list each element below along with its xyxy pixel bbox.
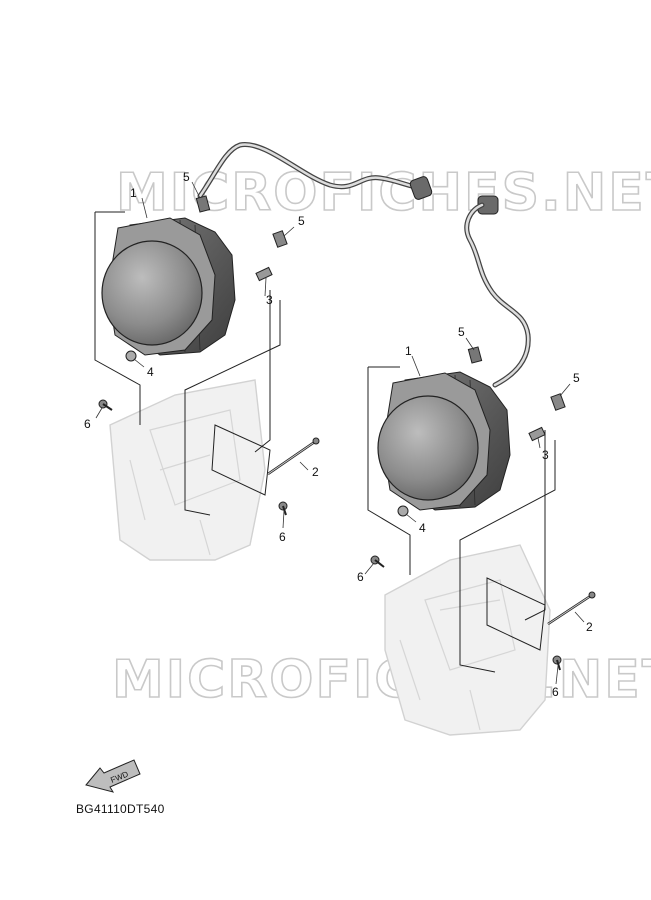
right-part-2 xyxy=(547,591,596,626)
left-callout-2: 2 xyxy=(312,465,319,479)
right-headlight-lens xyxy=(377,395,479,501)
right-callout-1: 1 xyxy=(405,344,412,358)
left-part-5b xyxy=(272,230,288,248)
right-callout-6a: 6 xyxy=(357,570,364,584)
right-part-3 xyxy=(528,426,546,442)
left-callout-5a: 5 xyxy=(183,170,190,184)
wire-harness xyxy=(197,142,531,388)
left-part-6a xyxy=(98,399,113,411)
right-part-5a xyxy=(467,346,483,364)
right-callout-5b: 5 xyxy=(573,371,580,385)
left-headlight-lens xyxy=(101,240,203,346)
left-mount-bracket-ghost xyxy=(109,379,266,561)
left-callout-3: 3 xyxy=(266,293,273,307)
left-part-4 xyxy=(125,350,137,362)
right-mount-bracket-ghost xyxy=(384,544,551,736)
right-part-4 xyxy=(397,505,409,517)
left-part-5a xyxy=(195,195,211,213)
drawing-code: BG41110DT540 xyxy=(76,802,165,816)
left-callout-4: 4 xyxy=(147,365,154,379)
right-callout-2: 2 xyxy=(586,620,593,634)
left-assembly: 1 5 5 3 4 2 6 6 xyxy=(84,170,320,561)
right-part-6a xyxy=(370,555,385,568)
right-callout-6b: 6 xyxy=(552,685,559,699)
right-part-6b xyxy=(552,655,562,671)
right-assembly: 1 5 5 3 4 2 6 6 xyxy=(357,325,596,736)
right-callout-4: 4 xyxy=(419,521,426,535)
right-callout-3: 3 xyxy=(542,448,549,462)
left-part-3 xyxy=(255,266,273,282)
watermark-top: MICROFICHES.NET xyxy=(116,163,651,223)
watermark-bottom: MICROFICHES.NET xyxy=(112,650,651,710)
left-callout-5b: 5 xyxy=(298,214,305,228)
left-part-2 xyxy=(267,437,320,476)
right-part-5b xyxy=(550,393,566,411)
left-part-6b xyxy=(278,501,288,516)
left-callout-6a: 6 xyxy=(84,417,91,431)
fwd-arrow-icon: FWD xyxy=(85,759,141,793)
left-callout-1: 1 xyxy=(130,186,137,200)
left-callout-6b: 6 xyxy=(279,530,286,544)
right-callout-5a: 5 xyxy=(458,325,465,339)
